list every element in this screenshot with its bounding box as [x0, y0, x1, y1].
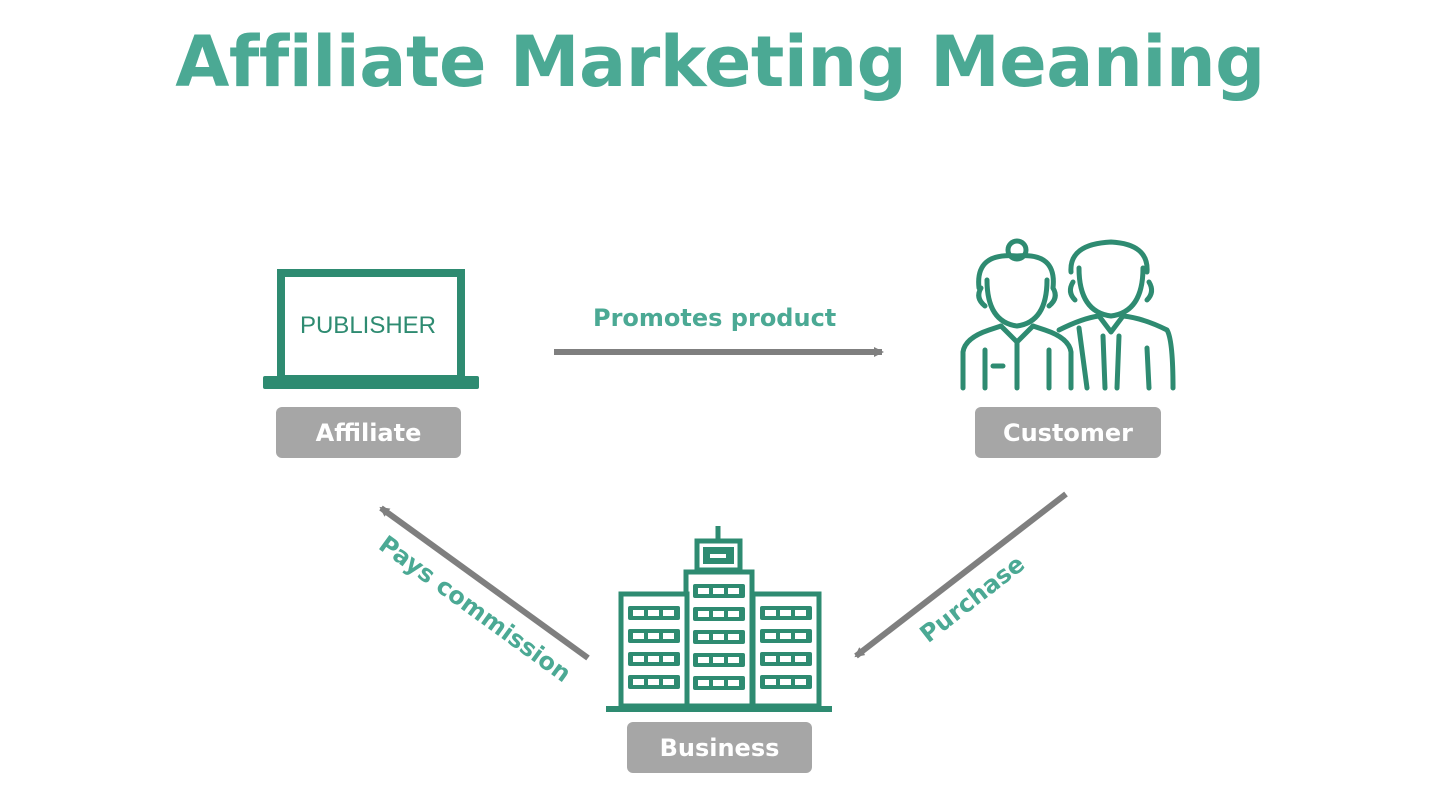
building-window — [713, 634, 724, 640]
building-window — [698, 588, 709, 594]
screen-text-publisher: PUBLISHER — [299, 312, 437, 339]
building-window — [663, 656, 674, 662]
building-window — [633, 610, 644, 616]
building-window — [713, 611, 724, 617]
building-icon — [606, 526, 832, 712]
building-window — [633, 633, 644, 639]
building-window — [633, 656, 644, 662]
laptop-icon — [263, 269, 479, 389]
node-label-affiliate: Affiliate — [276, 407, 461, 458]
edge-label-promotes: Promotes product — [593, 304, 837, 332]
building-window — [728, 611, 739, 617]
building-window — [648, 656, 659, 662]
building-window — [728, 657, 739, 663]
building-window — [765, 610, 776, 616]
building-window — [780, 679, 791, 685]
building-window — [780, 610, 791, 616]
building-window — [728, 634, 739, 640]
building-window — [765, 679, 776, 685]
building-window — [648, 610, 659, 616]
node-label-business: Business — [627, 722, 812, 773]
building-window — [648, 679, 659, 685]
building-window — [698, 634, 709, 640]
node-label-customer: Customer — [975, 407, 1161, 458]
page-title: Affiliate Marketing Meaning — [175, 21, 1265, 103]
building-window — [663, 610, 674, 616]
building-window — [713, 657, 724, 663]
building-window — [663, 679, 674, 685]
building-window — [633, 679, 644, 685]
building-window — [713, 588, 724, 594]
building-window — [713, 680, 724, 686]
people-icon — [960, 238, 1176, 391]
building-window — [698, 657, 709, 663]
arrow-purchase — [854, 491, 1068, 659]
building-window — [795, 679, 806, 685]
building-window — [765, 633, 776, 639]
building-window — [648, 633, 659, 639]
building-window — [663, 633, 674, 639]
building-window — [795, 633, 806, 639]
building-window — [780, 656, 791, 662]
building-window — [765, 656, 776, 662]
building-window — [728, 680, 739, 686]
arrow-commission — [379, 505, 590, 661]
building-window — [698, 680, 709, 686]
building-window — [698, 611, 709, 617]
building-window — [795, 610, 806, 616]
building-window — [728, 588, 739, 594]
building-window — [795, 656, 806, 662]
building-window — [780, 633, 791, 639]
